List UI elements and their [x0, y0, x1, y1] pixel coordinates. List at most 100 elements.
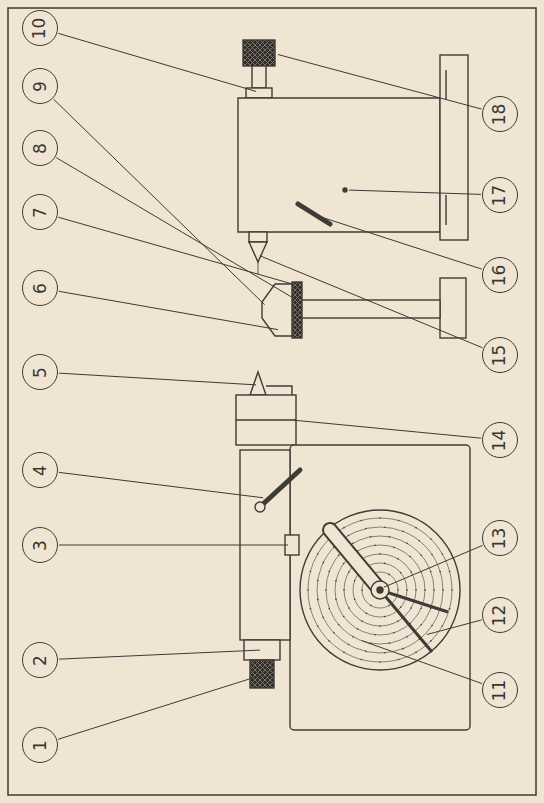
- callout-number: 13: [491, 527, 508, 549]
- callout-number: 12: [491, 604, 508, 626]
- page-border: [8, 8, 536, 795]
- index-hole: [449, 571, 451, 573]
- index-hole: [409, 556, 411, 558]
- index-hole: [389, 642, 391, 644]
- index-hole: [402, 531, 404, 533]
- callout-number: 9: [31, 81, 48, 92]
- index-hole: [442, 589, 444, 591]
- leader-line: [58, 33, 256, 91]
- index-hole: [388, 574, 390, 576]
- index-hole: [328, 571, 330, 573]
- index-hole: [449, 608, 451, 610]
- leader-line: [427, 620, 482, 635]
- index-hole: [343, 589, 345, 591]
- index-hole: [384, 563, 386, 565]
- index-hole: [310, 571, 312, 573]
- leader-line: [59, 545, 288, 546]
- leader-line: [56, 158, 298, 301]
- index-hole: [333, 632, 335, 634]
- index-hole: [421, 624, 423, 626]
- index-hole: [322, 617, 324, 619]
- index-hole: [374, 634, 376, 636]
- callout-circle: 11: [482, 672, 518, 708]
- index-hole: [354, 598, 356, 600]
- callout-circle: 14: [482, 422, 518, 458]
- index-hole: [328, 608, 330, 610]
- index-hole: [420, 608, 422, 610]
- index-hole: [361, 589, 363, 591]
- index-hole: [415, 589, 417, 591]
- callout-number: 15: [491, 344, 508, 366]
- callout-number: 16: [491, 264, 508, 286]
- index-hole: [361, 620, 363, 622]
- index-hole: [370, 536, 372, 538]
- index-hole: [410, 607, 412, 609]
- leader-line: [58, 676, 260, 740]
- callout-number: 14: [491, 429, 508, 451]
- leader-line: [278, 55, 482, 110]
- index-hole: [365, 528, 367, 530]
- leader-line: [59, 373, 256, 385]
- index-hole: [352, 636, 354, 638]
- leader-line: [54, 99, 265, 304]
- callout-circle: 3: [22, 527, 58, 563]
- index-hole: [361, 659, 363, 661]
- index-hole: [430, 640, 432, 642]
- index-hole: [374, 544, 376, 546]
- callout-circle: 12: [482, 597, 518, 633]
- index-hole: [400, 607, 402, 609]
- index-hole: [317, 580, 319, 582]
- index-hole: [388, 605, 390, 607]
- index-hole: [370, 605, 372, 607]
- index-hole: [442, 625, 444, 627]
- index-hole: [402, 648, 404, 650]
- index-hole: [335, 580, 337, 582]
- callout-number: 18: [491, 103, 508, 125]
- index-hole: [418, 540, 420, 542]
- steady-rest: [262, 278, 466, 338]
- index-hole: [379, 661, 381, 663]
- callout-number: 1: [31, 740, 48, 751]
- index-hole: [415, 527, 417, 529]
- callout-number: 10: [31, 17, 48, 39]
- index-hole: [317, 599, 319, 601]
- index-ring: [308, 518, 452, 662]
- index-hole: [433, 589, 435, 591]
- index-hole: [307, 589, 309, 591]
- callout-circle: 2: [22, 642, 58, 678]
- callout-number: 8: [31, 143, 48, 154]
- callout-number: 7: [31, 207, 48, 218]
- index-hole: [406, 589, 408, 591]
- leader-line: [384, 545, 483, 587]
- index-hole: [357, 628, 359, 630]
- index-hole: [325, 589, 327, 591]
- callout-circle: 16: [482, 257, 518, 293]
- index-ring: [317, 527, 443, 653]
- callout-circle: 17: [482, 177, 518, 213]
- index-hole: [400, 572, 402, 574]
- index-hole: [354, 580, 356, 582]
- leader-line: [362, 641, 482, 684]
- index-hole: [406, 636, 408, 638]
- index-hole: [384, 652, 386, 654]
- index-hole: [348, 535, 350, 537]
- leader-line: [59, 291, 278, 329]
- index-hole: [348, 571, 350, 573]
- index-hole: [348, 644, 350, 646]
- callout-circle: 8: [22, 130, 58, 166]
- index-hole: [398, 520, 400, 522]
- callout-number: 3: [31, 540, 48, 551]
- index-hole: [451, 589, 453, 591]
- callout-circle: 13: [482, 520, 518, 556]
- callout-number: 4: [31, 465, 48, 476]
- callout-number: 17: [491, 184, 508, 206]
- index-hole: [379, 517, 381, 519]
- index-hole: [384, 526, 386, 528]
- index-hole: [389, 536, 391, 538]
- index-hole: [328, 640, 330, 642]
- leader-line: [294, 420, 481, 438]
- index-hole: [397, 589, 399, 591]
- index-hole: [397, 558, 399, 560]
- index-hole: [365, 651, 367, 653]
